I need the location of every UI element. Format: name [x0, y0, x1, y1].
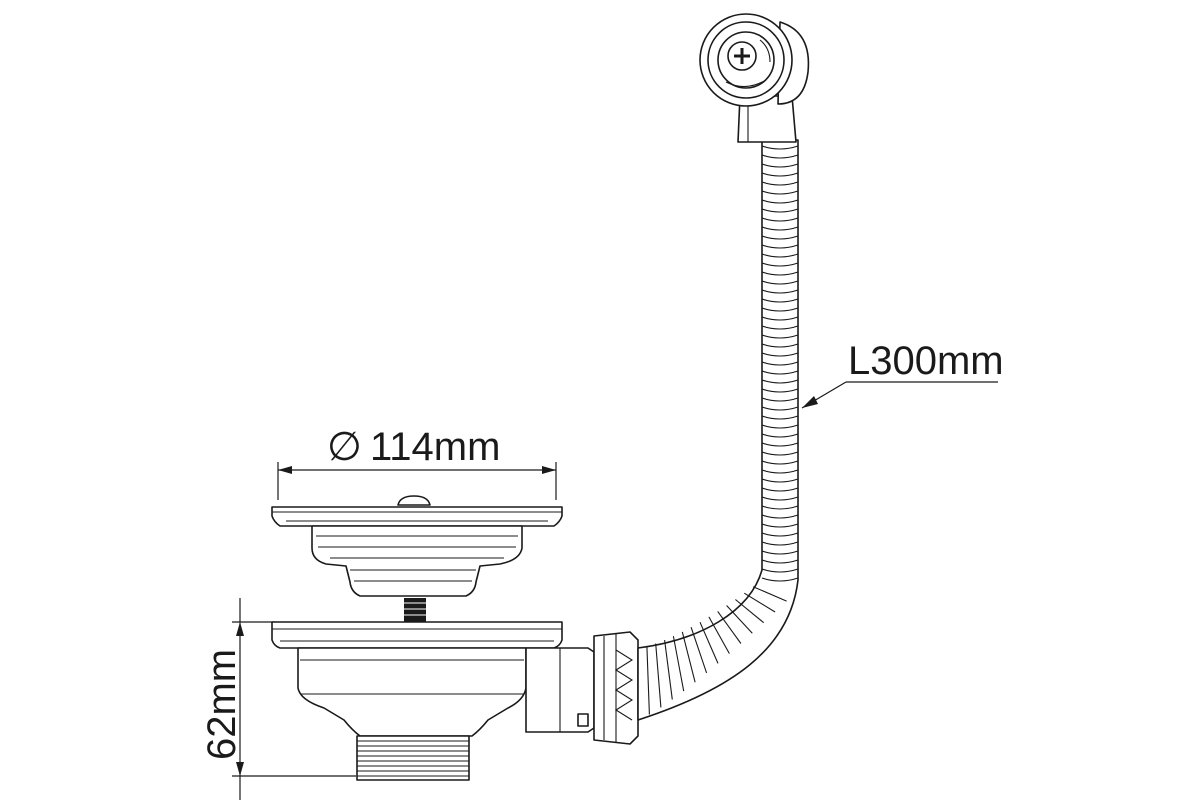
height-dimension: 62mm	[200, 598, 356, 800]
overflow-head	[699, 13, 810, 143]
length-label: L300mm	[848, 339, 1004, 383]
threaded-outlet	[356, 735, 470, 781]
length-dimension: L300mm	[801, 339, 1004, 409]
union-nut	[593, 631, 639, 745]
hose-ribs	[646, 145, 799, 715]
height-label: 62mm	[200, 649, 244, 760]
diameter-dimension: ∅ 114mm	[277, 425, 557, 500]
diameter-label: 114mm	[370, 425, 500, 469]
strainer-basket	[271, 495, 563, 622]
diameter-symbol: ∅	[327, 425, 362, 469]
corrugated-overflow-hose	[637, 139, 799, 721]
drain-body	[271, 621, 595, 737]
